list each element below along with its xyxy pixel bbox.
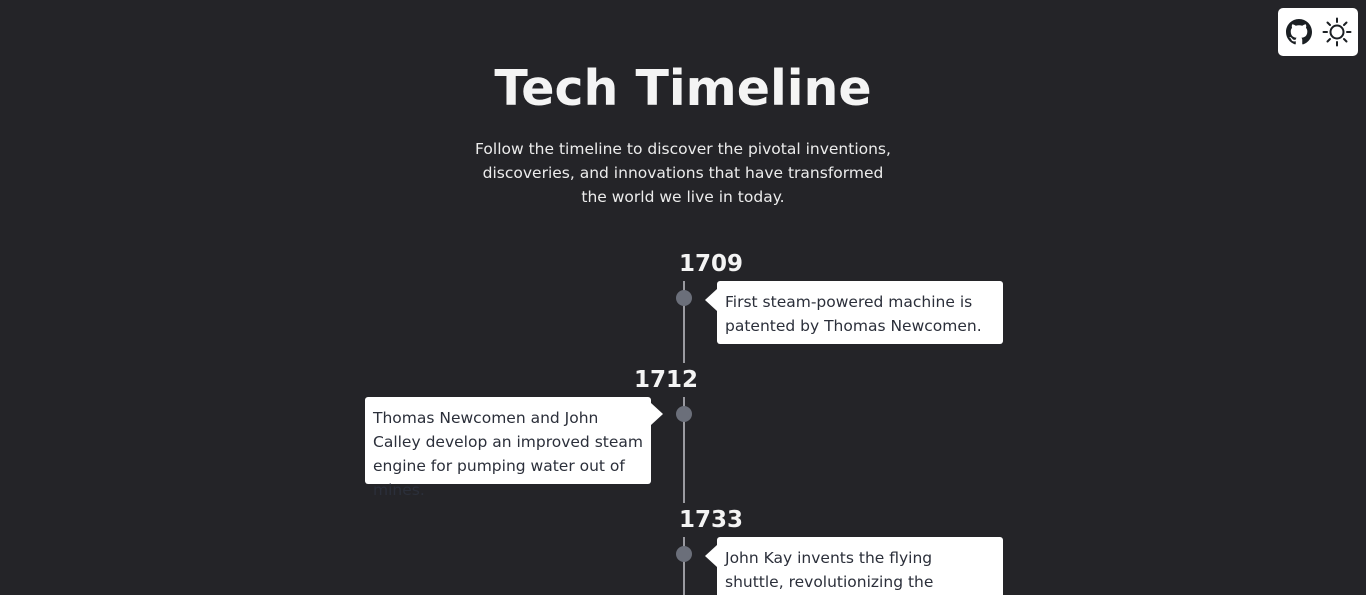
- event-description: John Kay invents the flying shuttle, rev…: [725, 549, 934, 591]
- timeline-axis: [683, 281, 685, 595]
- page-title: Tech Timeline: [494, 60, 872, 117]
- theme-toggle-button[interactable]: [1321, 16, 1353, 48]
- timeline-axis-gap: [680, 363, 688, 397]
- event-year: 1712: [634, 367, 699, 393]
- timeline-dot: [676, 546, 692, 562]
- event-description: Thomas Newcomen and John Calley develop …: [373, 409, 643, 499]
- event-year: 1733: [679, 507, 744, 533]
- page-subtitle: Follow the timeline to discover the pivo…: [475, 140, 891, 206]
- event-card: John Kay invents the flying shuttle, rev…: [705, 537, 1003, 595]
- sun-icon: [1322, 17, 1352, 47]
- event-description: First steam-powered machine is patented …: [725, 293, 982, 335]
- event-card: First steam-powered machine is patented …: [705, 281, 1003, 344]
- event-year: 1709: [679, 251, 744, 277]
- timeline-axis-gap: [680, 503, 688, 537]
- timeline-dot: [676, 290, 692, 306]
- toolbar: [1278, 8, 1358, 56]
- github-icon: [1286, 19, 1312, 45]
- github-button[interactable]: [1283, 16, 1315, 48]
- event-card: Thomas Newcomen and John Calley develop …: [365, 397, 663, 499]
- timeline-dot: [676, 406, 692, 422]
